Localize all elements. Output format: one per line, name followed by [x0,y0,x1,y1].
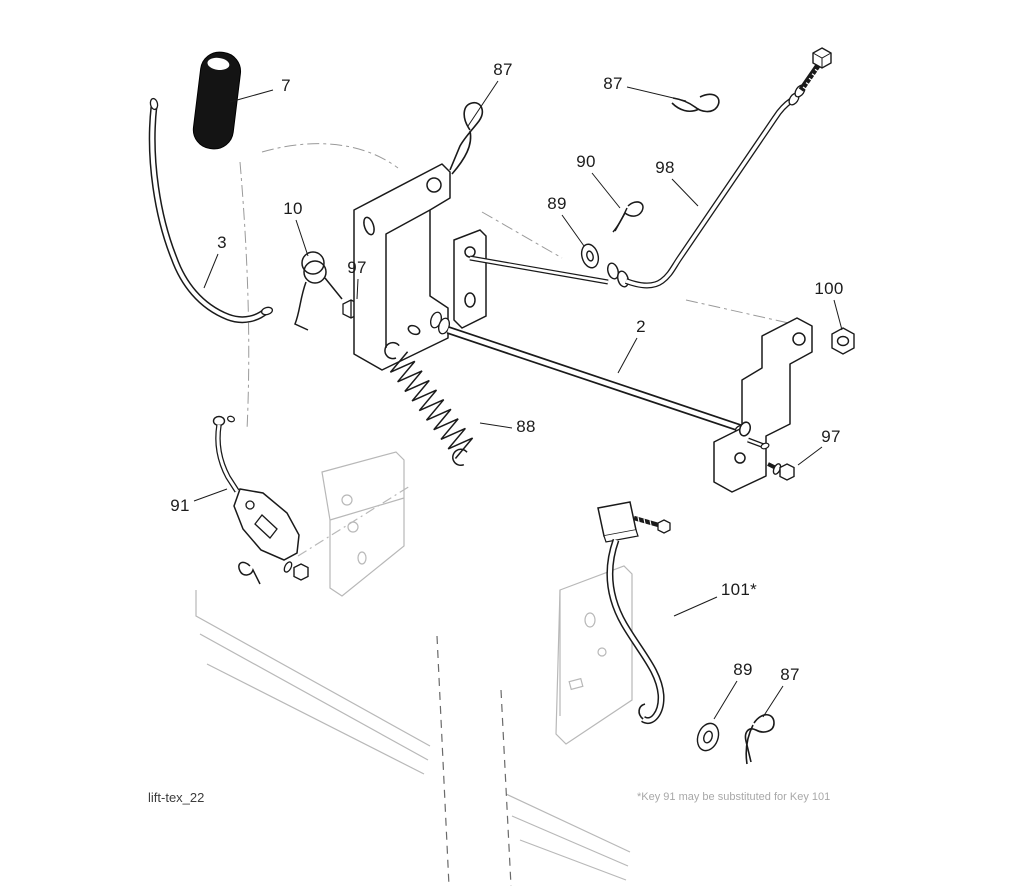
callout-97-b: 97 [821,427,841,446]
part-101-lever [597,501,671,724]
part-7-handle-grip [192,51,242,150]
callout-87-a: 87 [493,60,513,79]
callout-88: 88 [516,417,536,436]
deck-outline-center [505,565,633,881]
callout-89-b: 89 [733,660,753,679]
callout-87-c: 87 [780,665,800,684]
main-bracket [353,163,451,371]
callout-7: 7 [281,76,291,95]
callout-10: 10 [283,199,303,218]
part-88-extension-spring [384,341,474,466]
part-97-bolt-right [767,462,795,481]
callout-91: 91 [170,496,190,515]
part-10-torsion-spring [294,251,343,331]
part-87-clip-lower [744,713,775,765]
centerlines [239,143,803,431]
part-89-washer-upper [580,243,600,269]
part-90-clip [612,201,644,233]
part-2-lift-shaft [446,326,748,434]
callout-87-b: 87 [603,74,623,93]
long-dashed-lines [436,635,512,887]
leader-lines [193,80,843,720]
part-87-clip-upper-right [671,93,720,113]
callout-90: 90 [576,152,596,171]
callout-98: 98 [655,158,675,177]
part-87-clip-upper-left [449,101,484,175]
lift-arm [469,255,609,285]
right-bracket [713,317,813,493]
part-3-lift-handle [148,97,274,324]
part-91-lever [212,415,309,585]
callout-100: 100 [814,279,844,298]
part-98-lift-link [607,47,832,289]
drawing-code: lift-tex_22 [148,790,205,805]
callout-2: 2 [636,317,646,336]
deck-outline-left [195,451,431,775]
rear-plate [453,229,487,329]
footnote: *Key 91 may be substituted for Key 101 [637,791,831,803]
callout-101: 101* [720,580,758,599]
part-100-nut [831,327,855,355]
pivot-bushings [429,311,451,335]
callout-3: 3 [217,233,227,252]
callout-97-a: 97 [347,258,367,277]
callout-89-a: 89 [547,194,567,213]
part-89-washer-lower [696,722,720,752]
